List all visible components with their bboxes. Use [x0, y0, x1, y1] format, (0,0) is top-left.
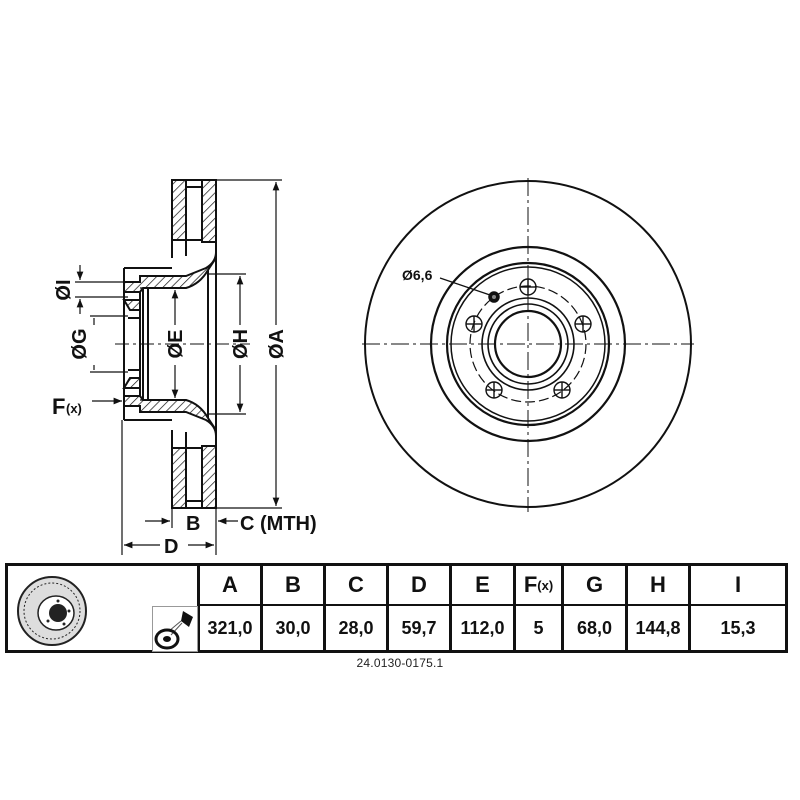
spec-table: A 321,0 B 30,0 C 28,0 D 59,7 E 112,0 F(x… [5, 563, 788, 653]
spec-col-b: B 30,0 [263, 566, 326, 650]
spec-header-f: F(x) [516, 566, 561, 606]
spec-header-b: B [263, 566, 323, 606]
spec-header-i: I [691, 566, 785, 606]
front-view [362, 178, 694, 512]
label-dia-i: ØI [53, 279, 75, 300]
spec-header-c: C [326, 566, 386, 606]
upper-outer-plate [171, 179, 187, 241]
spec-header-d: D [389, 566, 449, 606]
upper-hat-section [123, 242, 217, 293]
spec-col-h: H 144,8 [628, 566, 691, 650]
label-f-suffix: (x) [66, 401, 82, 416]
spec-value-b: 30,0 [275, 617, 311, 638]
lower-outer-plate [171, 447, 187, 509]
spec-header-g: G [564, 566, 625, 606]
brake-disc-thumbnail-icon [17, 576, 87, 646]
spec-value-e: 112,0 [460, 617, 505, 638]
spec-col-e: E 112,0 [452, 566, 516, 650]
hole-callout: Ø6,6 [402, 267, 433, 283]
label-dia-h: ØH [230, 329, 252, 359]
spec-col-d: D 59,7 [389, 566, 452, 650]
label-dia-g: ØG [69, 328, 91, 359]
label-dia-a: ØA [266, 329, 288, 359]
spec-header-a: A [200, 566, 260, 606]
spec-value-f: 5 [533, 617, 544, 638]
spec-col-c: C 28,0 [326, 566, 389, 650]
spec-value-h: 144,8 [635, 617, 681, 638]
label-b: B [186, 513, 200, 535]
spec-col-a: A 321,0 [200, 566, 263, 650]
cleaning-spray-icon [152, 606, 198, 652]
spec-header-e: E [452, 566, 513, 606]
upper-inner-plate [201, 179, 217, 243]
lower-inner-plate [201, 445, 217, 509]
spec-value-c: 28,0 [338, 617, 374, 638]
spec-value-a: 321,0 [207, 617, 253, 638]
spec-value-g: 68,0 [576, 617, 613, 638]
lower-hat-section [123, 395, 217, 446]
product-image-cell [8, 566, 200, 652]
spec-col-f: F(x) 5 [516, 566, 564, 650]
section-view [122, 179, 217, 509]
spec-col-g: G 68,0 [564, 566, 628, 650]
spec-col-i: I 15,3 [691, 566, 785, 650]
label-dia-e: ØE [165, 330, 187, 359]
label-f: F [52, 394, 65, 419]
label-d: D [164, 536, 178, 558]
spec-value-i: 15,3 [720, 617, 756, 638]
label-c-mth: C (MTH) [240, 513, 317, 535]
spec-value-d: 59,7 [401, 617, 437, 638]
part-number: 24.0130-0175.1 [356, 656, 444, 670]
spec-header-h: H [628, 566, 688, 606]
